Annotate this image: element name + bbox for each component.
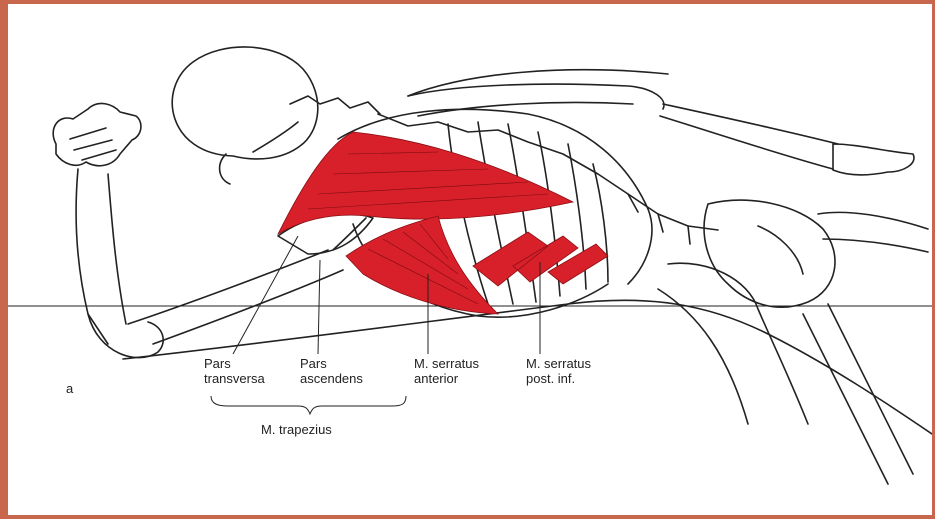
right-forearm [660, 104, 838, 169]
label-serratus-post-inf: M. serratus post. inf. [526, 356, 591, 386]
label-trapezius: M. trapezius [261, 422, 332, 437]
label-serratus-anterior: M. serratus anterior [414, 356, 479, 386]
label-serratus-post-inf-line2: post. inf. [526, 371, 591, 386]
label-serratus-anterior-line2: anterior [414, 371, 479, 386]
right-hand [833, 144, 914, 175]
anatomy-illustration [8, 4, 932, 515]
cervical-spine [290, 96, 380, 114]
label-pars-transversa-line2: transversa [204, 371, 265, 386]
left-forearm [76, 169, 126, 344]
trapezius-brace [211, 396, 406, 414]
label-pars-ascendens: Pars ascendens [300, 356, 363, 386]
label-pars-transversa-line1: Pars [204, 356, 265, 371]
label-pars-ascendens-line2: ascendens [300, 371, 363, 386]
skull [172, 47, 318, 159]
figure-label: a [66, 381, 73, 396]
label-serratus-post-inf-line1: M. serratus [526, 356, 591, 371]
label-pars-ascendens-line1: Pars [300, 356, 363, 371]
label-pars-transversa: Pars transversa [204, 356, 265, 386]
pelvis [704, 200, 835, 307]
right-humerus [408, 84, 664, 116]
label-serratus-anterior-line1: M. serratus [414, 356, 479, 371]
trapezius-muscle [278, 132, 573, 234]
